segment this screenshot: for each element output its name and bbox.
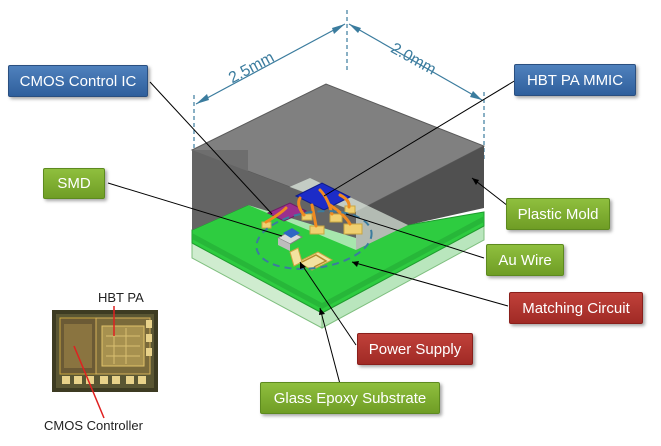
- smd-callout: SMD: [43, 168, 105, 199]
- leader-arrowheads: [300, 178, 479, 315]
- matching-circuit-trace: [296, 251, 334, 271]
- cmos-control-ic-callout: CMOS Control IC: [8, 65, 148, 97]
- dimension-arrowheads: [196, 24, 482, 104]
- au-wire-callout: Au Wire: [486, 244, 564, 276]
- bond-pads: [261, 205, 363, 235]
- leader-lines: [107, 79, 517, 385]
- matching-circuit-line: [301, 254, 328, 268]
- highlight-ellipse: [255, 210, 373, 270]
- photo-hbt-pa-label: HBT PA: [98, 290, 144, 305]
- power-supply-callout: Power Supply: [357, 333, 473, 365]
- smd-component-side: [278, 238, 290, 251]
- hbt-die: [294, 182, 352, 211]
- power-supply-trace: [289, 247, 303, 267]
- plastic-mold-callout: Plastic Mold: [506, 198, 610, 230]
- glass-epoxy-substrate-callout: Glass Epoxy Substrate: [260, 382, 440, 414]
- hbt-pa-mmic-callout: HBT PA MMIC: [514, 64, 636, 96]
- smd-component-top: [283, 228, 300, 238]
- photo-cmos-controller-label: CMOS Controller: [44, 418, 143, 433]
- chip-photo: [52, 306, 158, 419]
- matching-circuit-callout: Matching Circuit: [509, 292, 643, 324]
